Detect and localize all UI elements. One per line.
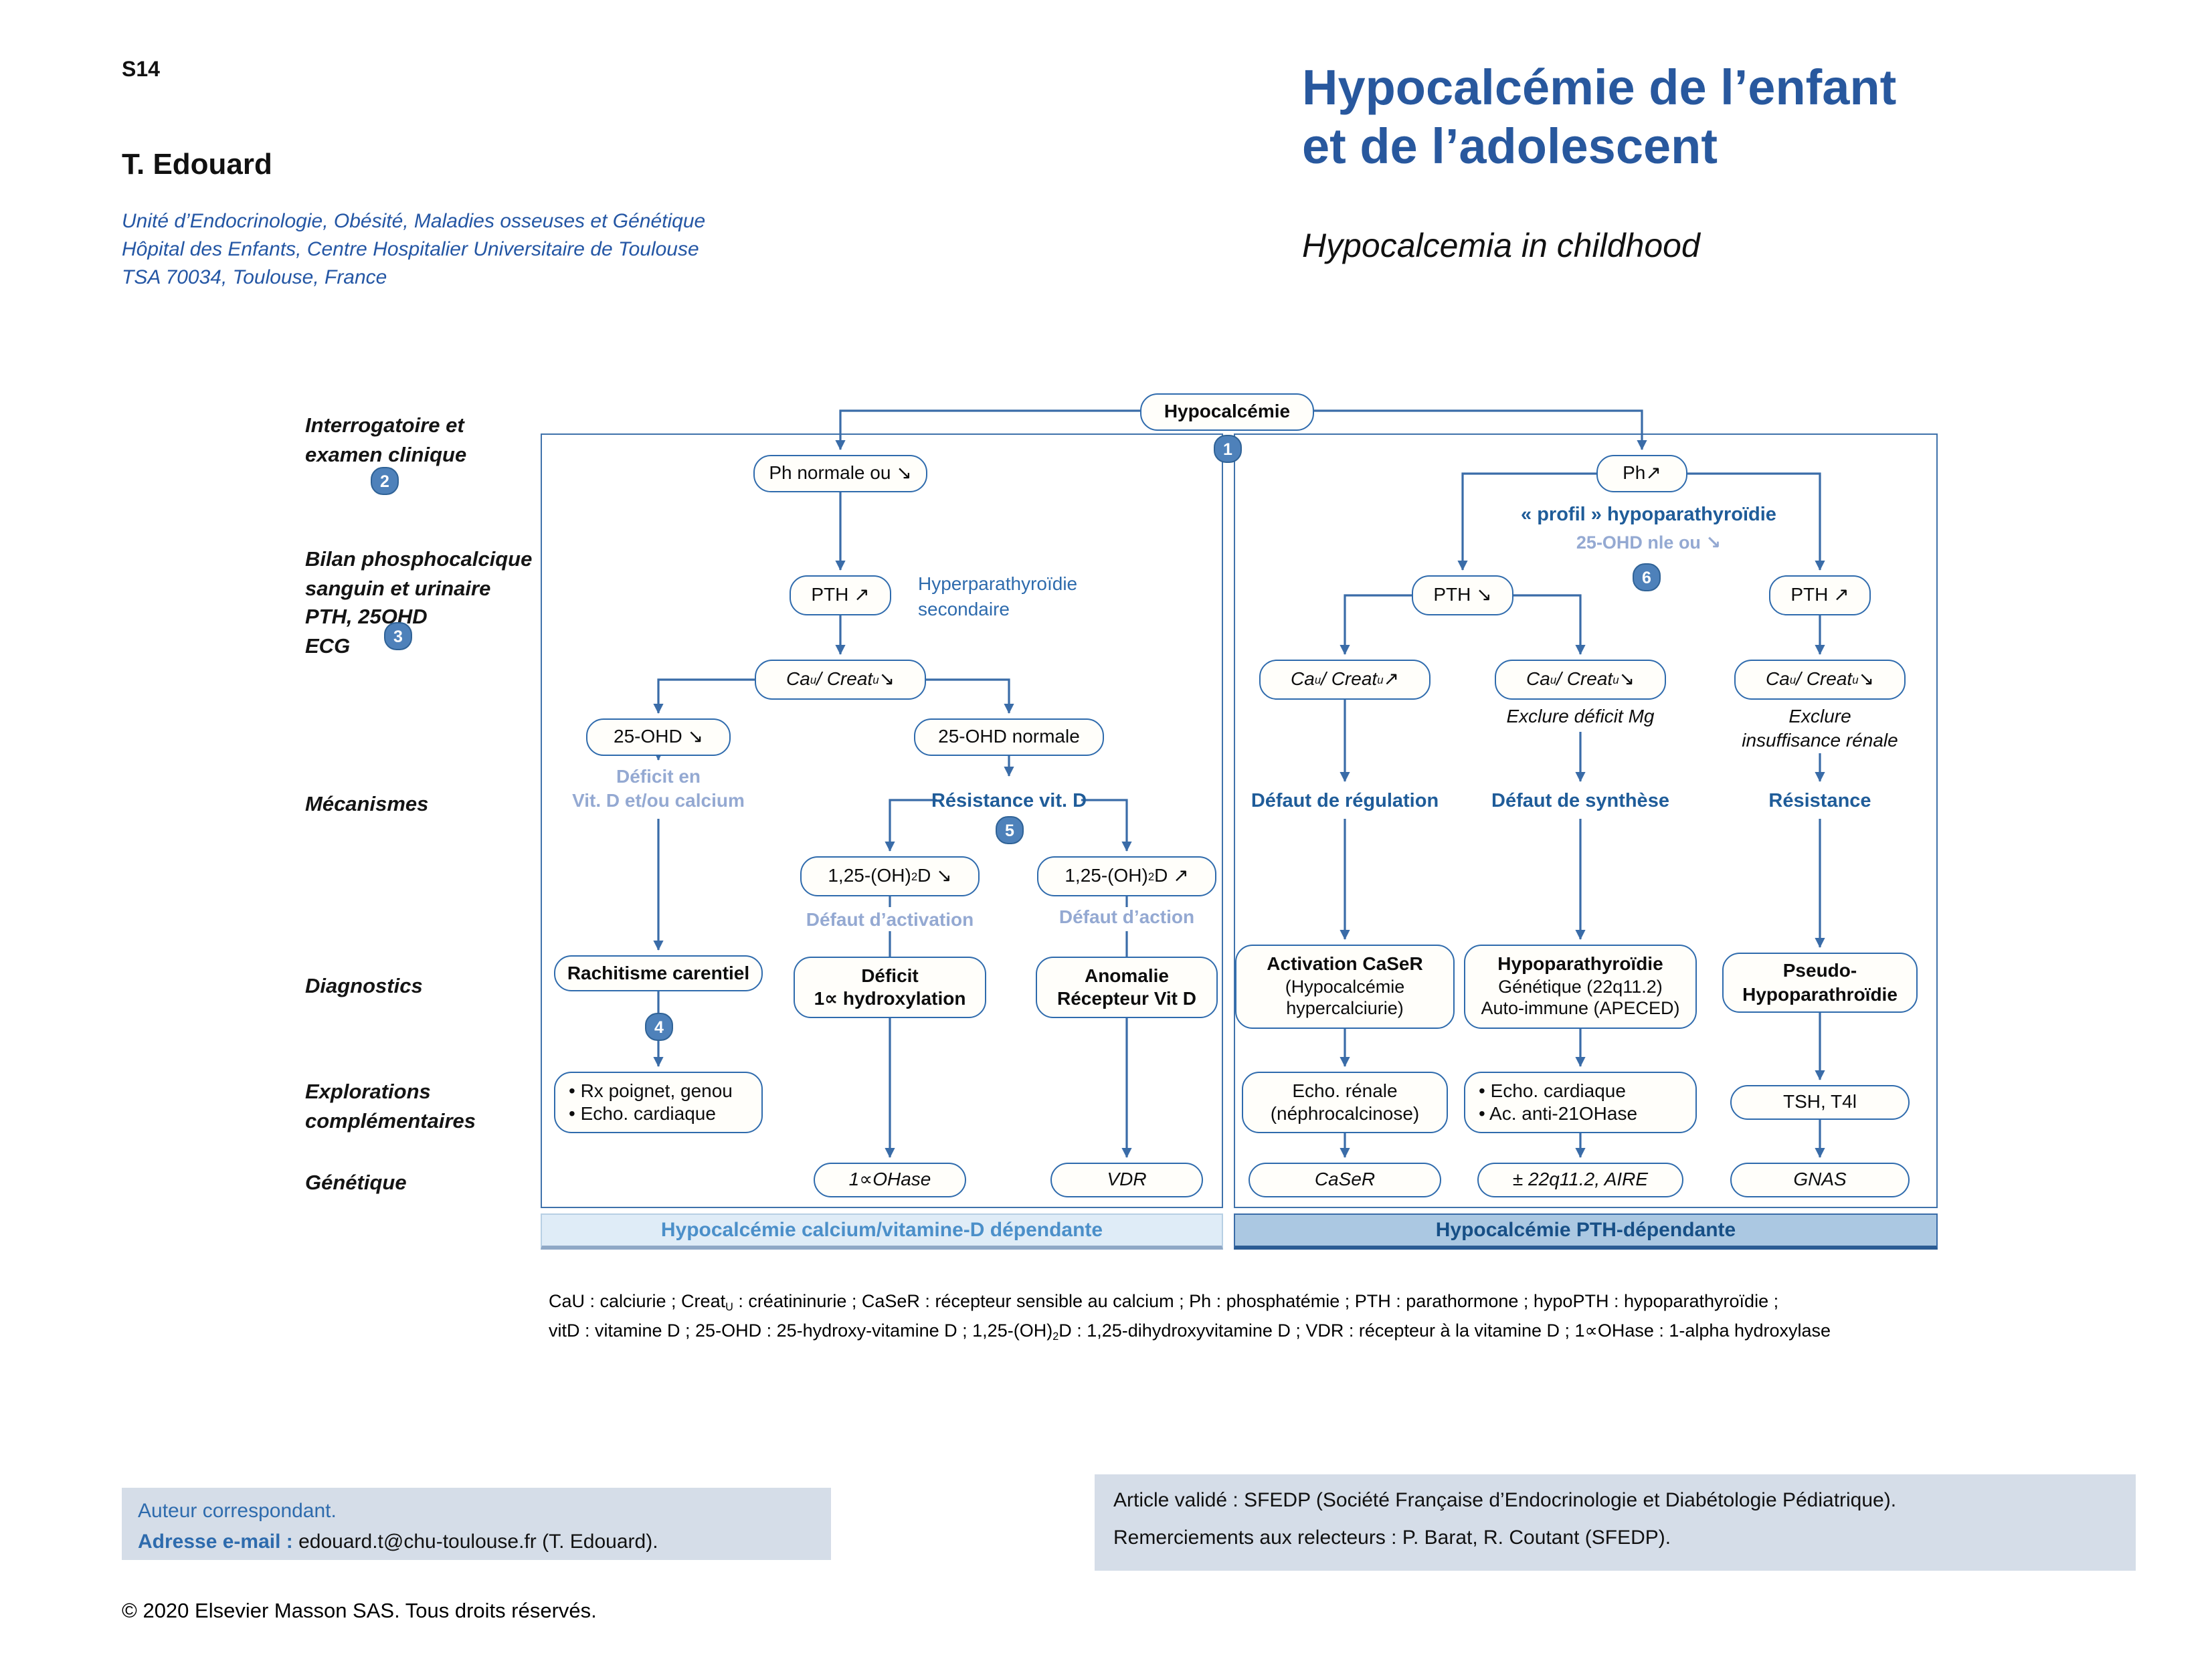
node-deficit-1a-hydroxylation: Déficit 1∝ hydroxylation [794,957,986,1018]
label-hyperparathyroidie-secondaire: Hyperparathyroïdie secondaire [918,573,1078,619]
email-label: Adresse e-mail : [138,1530,293,1553]
label-defaut-regulation: Défaut de régulation [1251,791,1439,812]
page-number: S14 [122,59,160,82]
label-defaut-activation: Défaut d’activation [806,908,974,930]
node-hypocalcemie: Hypocalcémie [1140,393,1314,431]
copyright-line: © 2020 Elsevier Masson SAS. Tous droits … [122,1600,597,1623]
row-label-explorations: Explorations complémentaires [305,1081,476,1133]
label-deficit-vitd-calcium: Déficit en Vit. D et/ou calcium [572,765,745,811]
node-gene-vdr: VDR [1050,1163,1203,1197]
node-25ohd-normale: 25-OHD normale [914,718,1104,756]
row-label-diagnostics: Diagnostics [305,975,423,998]
correspondence-email-line: Adresse e-mail : edouard.t@chu-toulouse.… [138,1527,815,1557]
banner-calcium-vitd-dependante: Hypocalcémie calcium/vitamine-D dépendan… [541,1213,1223,1250]
row-label-interrogatoire: Interrogatoire et examen clinique [305,415,467,467]
node-gene-gnas: GNAS [1730,1163,1910,1197]
node-echo-cardiaque-ac: • Echo. cardiaque • Ac. anti-21OHase [1464,1072,1697,1133]
node-activation-caser-title: Activation CaSeR [1267,953,1423,975]
author-name: T. Edouard [122,147,272,181]
correspondence-box: Auteur correspondant. Adresse e-mail : e… [122,1488,831,1560]
label-resistance: Résistance [1768,791,1871,812]
node-hypoparathyroidie: Hypoparathyroïdie Génétique (22q11.2) Au… [1464,945,1697,1029]
node-gene-caser: CaSeR [1249,1163,1441,1197]
article-title-en: Hypocalcemia in childhood [1302,227,1700,265]
label-resistance-vitd: Résistance vit. D [931,791,1087,812]
correspondence-line: Auteur correspondant. [138,1500,337,1523]
node-gene-1aohase: 1∝OHase [814,1163,966,1197]
step-badge-5: 5 [996,816,1024,844]
row-label-mecanismes: Mécanismes [305,793,429,816]
node-pth-basse: PTH ↘ [1412,575,1513,615]
node-hypoparathyroidie-sub: Génétique (22q11.2) Auto-immune (APECED) [1481,976,1680,1019]
node-activation-caser-sub: (Hypocalcémie hypercalciurie) [1285,976,1405,1019]
node-anomalie-recepteur-vitd: Anomalie Récepteur Vit D [1036,957,1218,1018]
node-tsh-t4l: TSH, T4l [1730,1085,1910,1120]
label-profil-hypoparathyroidie: « profil » hypoparathyroïdie [1521,504,1776,526]
abbreviations-footnote: CaU : calciurie ; CreatU : créatininurie… [549,1291,1831,1343]
label-exclure-deficit-mg: Exclure déficit Mg [1506,705,1655,726]
validation-box: Article validé : SFEDP (Société Français… [1095,1474,2136,1571]
node-ph-normale: Ph normale ou ↘ [753,455,927,492]
step-badge-6: 6 [1633,563,1661,591]
row-label-bilan: Bilan phosphocalcique sanguin et urinair… [305,549,533,659]
node-25ohd-basse: 25-OHD ↘ [586,718,731,756]
label-defaut-synthese: Défaut de synthèse [1491,791,1669,812]
validation-line-1: Article validé : SFEDP (Société Français… [1113,1489,1897,1512]
node-ph-haute: Ph↗ [1596,455,1687,492]
label-defaut-action: Défaut d’action [1058,906,1195,927]
node-pth-haute-gauche: PTH ↗ [790,575,891,615]
label-exclure-insuffisance-renale: Exclure insuffisance rénale [1742,705,1898,751]
node-rachitisme: Rachitisme carentiel [554,955,763,991]
banner-pth-dependante: Hypocalcémie PTH-dépendante [1234,1213,1938,1250]
node-explorations-rx: • Rx poignet, genou • Echo. cardiaque [554,1072,763,1133]
step-badge-2: 2 [371,467,399,495]
email-value: edouard.t@chu-toulouse.fr (T. Edouard). [292,1530,658,1553]
node-hypoparathyroidie-title: Hypoparathyroïdie [1497,953,1663,975]
row-label-genetique: Génétique [305,1172,407,1195]
label-25ohd-nle: 25-OHD nle ou ↘ [1576,532,1722,553]
node-echo-renale: Echo. rénale (néphrocalcinose) [1242,1072,1448,1133]
step-badge-4: 4 [645,1013,673,1041]
article-title-fr: Hypocalcémie de l’enfant et de l’adolesc… [1302,60,1897,174]
node-activation-caser: Activation CaSeR (Hypocalcémie hypercalc… [1235,945,1455,1029]
node-pseudo-hypoparathroidie: Pseudo- Hypoparathroïdie [1722,953,1918,1013]
validation-line-2: Remerciements aux relecteurs : P. Barat,… [1113,1527,1671,1549]
node-gene-22q11: ± 22q11.2, AIRE [1477,1163,1683,1197]
node-pth-haute-droite: PTH ↗ [1769,575,1871,615]
step-badge-1: 1 [1214,435,1242,463]
author-affiliation: Unité d’Endocrinologie, Obésité, Maladie… [122,210,706,289]
step-badge-3: 3 [384,622,412,650]
